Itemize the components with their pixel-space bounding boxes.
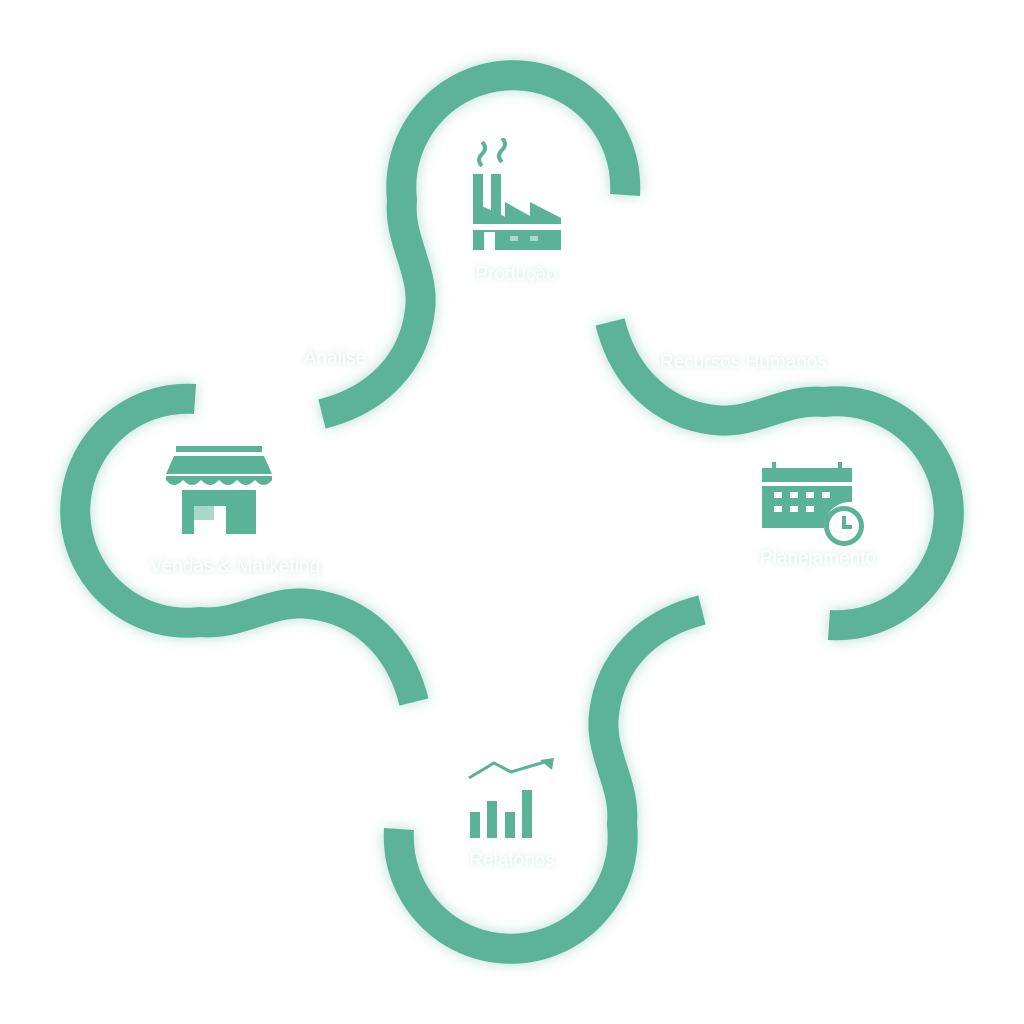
curve-left (60, 383, 429, 707)
curve-right (595, 317, 964, 641)
calendar-clock-icon (762, 462, 864, 546)
label-production: Produção (475, 264, 557, 285)
curve-top (317, 60, 641, 429)
label-hr: Recursos Humanos (660, 352, 827, 373)
storefront-icon (166, 446, 272, 534)
label-sales: Vendas & Marketing (150, 556, 321, 577)
label-planning: Planejamento (759, 548, 877, 569)
label-analysis: Análise (303, 348, 367, 369)
bar-chart-trend-icon (468, 758, 554, 838)
factory-icon (473, 138, 561, 250)
label-reports: Relatórios (469, 850, 555, 871)
curve-bottom (383, 595, 707, 964)
